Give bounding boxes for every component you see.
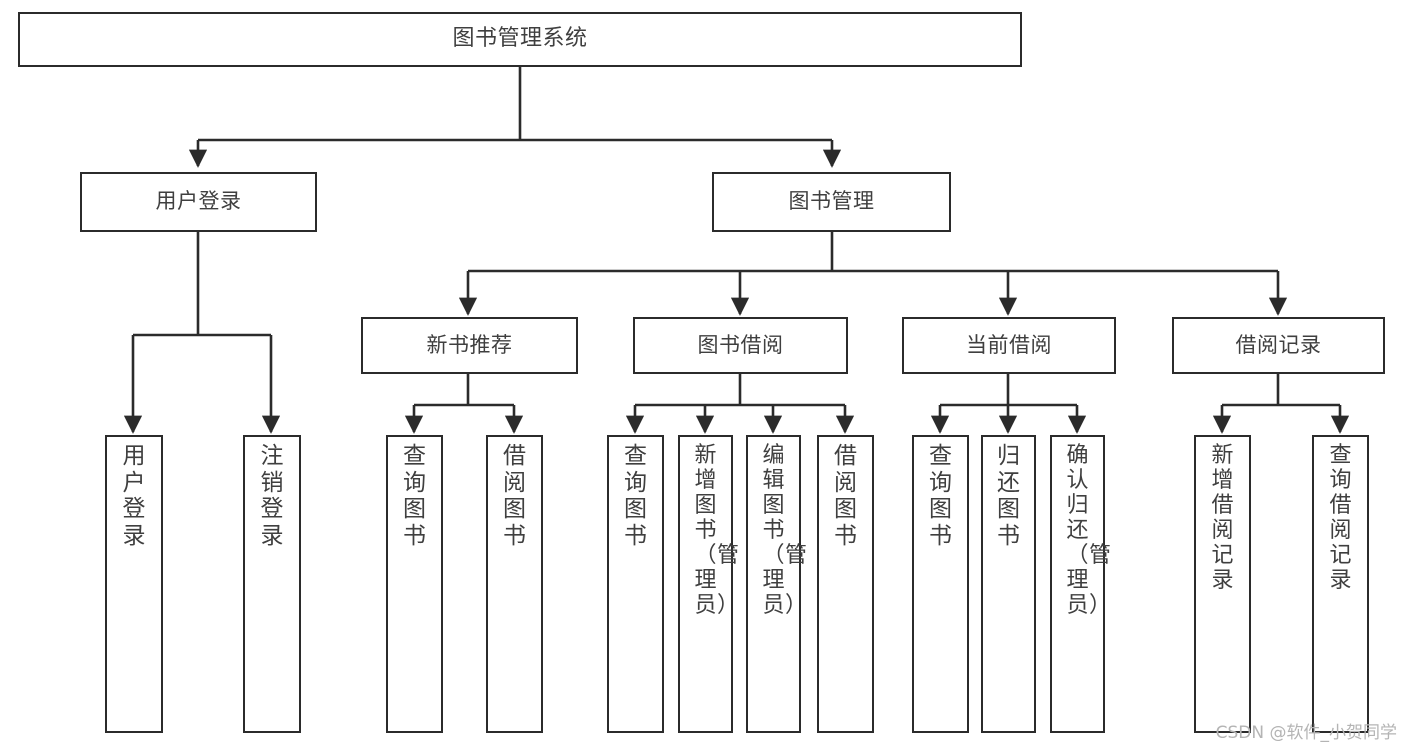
leaf-return-book-label: 归还图书 [997, 443, 1021, 550]
leaf-borrow-book-1-label: 借阅图书 [503, 443, 527, 550]
leaf-confirm-return-label: 确认归还（管理员） [1066, 443, 1112, 619]
node-borrow-record-label: 借阅记录 [1235, 332, 1322, 357]
leaf-add-book[interactable]: 新增图书（管理员） [678, 435, 740, 733]
leaf-query-book-2-label: 查询图书 [624, 443, 648, 550]
node-book-manage-label: 图书管理 [788, 189, 875, 214]
node-book-manage[interactable]: 图书管理 [712, 172, 951, 232]
node-borrow-record[interactable]: 借阅记录 [1172, 317, 1385, 374]
leaf-user-login-label: 用户登录 [122, 443, 146, 550]
leaf-confirm-return[interactable]: 确认归还（管理员） [1050, 435, 1112, 733]
node-root[interactable]: 图书管理系统 [18, 12, 1022, 67]
node-user-login-label: 用户登录 [155, 189, 242, 214]
node-book-borrow[interactable]: 图书借阅 [633, 317, 848, 374]
node-user-login[interactable]: 用户登录 [80, 172, 317, 232]
leaf-edit-book-label: 编辑图书（管理员） [762, 443, 808, 619]
leaf-user-login[interactable]: 用户登录 [105, 435, 163, 733]
leaf-query-record-label: 查询借阅记录 [1329, 443, 1353, 594]
leaf-query-book-1[interactable]: 查询图书 [386, 435, 443, 733]
leaf-add-record-label: 新增借阅记录 [1211, 443, 1235, 594]
leaf-query-book-1-label: 查询图书 [403, 443, 427, 550]
leaf-query-book-3[interactable]: 查询图书 [912, 435, 969, 733]
leaf-add-book-label: 新增图书（管理员） [694, 443, 740, 619]
node-new-book-recommend[interactable]: 新书推荐 [361, 317, 578, 374]
leaf-borrow-book-1[interactable]: 借阅图书 [486, 435, 543, 733]
leaf-query-record[interactable]: 查询借阅记录 [1312, 435, 1369, 733]
node-current-borrow-label: 当前借阅 [966, 332, 1052, 357]
leaf-logout-login-label: 注销登录 [260, 443, 284, 550]
watermark: CSDN @软件_小贺同学 [1215, 723, 1397, 743]
node-current-borrow[interactable]: 当前借阅 [902, 317, 1116, 374]
leaf-add-record[interactable]: 新增借阅记录 [1194, 435, 1251, 733]
node-root-label: 图书管理系统 [452, 26, 588, 52]
node-book-borrow-label: 图书借阅 [697, 332, 784, 357]
leaf-borrow-book-2-label: 借阅图书 [834, 443, 858, 550]
leaf-query-book-2[interactable]: 查询图书 [607, 435, 664, 733]
leaf-edit-book[interactable]: 编辑图书（管理员） [746, 435, 808, 733]
leaf-query-book-3-label: 查询图书 [929, 443, 953, 550]
node-new-book-recommend-label: 新书推荐 [426, 332, 513, 357]
leaf-borrow-book-2[interactable]: 借阅图书 [817, 435, 874, 733]
leaf-logout-login[interactable]: 注销登录 [243, 435, 301, 733]
leaf-return-book[interactable]: 归还图书 [981, 435, 1036, 733]
